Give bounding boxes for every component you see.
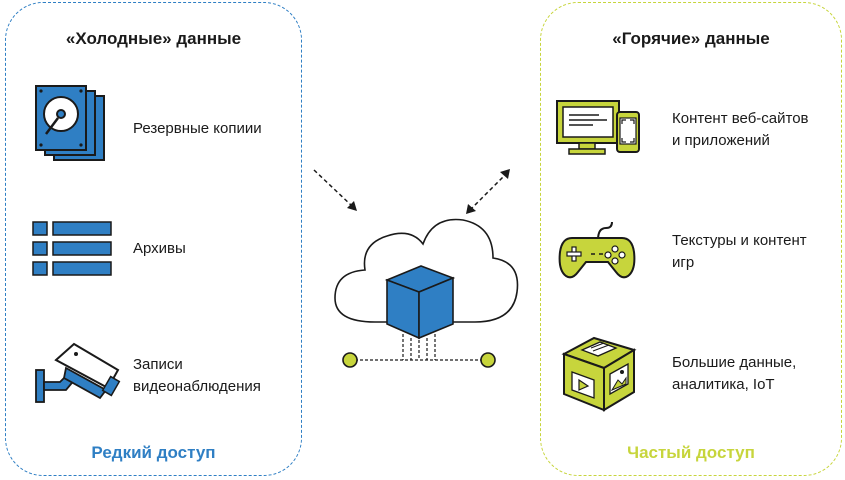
data-cube: [384, 265, 456, 340]
gamepad-icon: [558, 221, 636, 279]
cloud-storage-icon: [334, 218, 519, 368]
cold-panel-title: «Холодные» данные: [65, 29, 242, 48]
cold-item-archives-label: Архивы: [133, 240, 186, 257]
hot-item-games-label: Текстуры и контент игр: [672, 232, 807, 271]
archive-list-icon: [32, 221, 112, 276]
monitor-phone-icon: [556, 100, 640, 155]
security-camera-icon: [35, 342, 121, 403]
cold-data-panel: «Холодные» данные Редкий доступ: [5, 2, 302, 476]
hot-item-bigdata-label: Большие данные, аналитика, IoT: [672, 354, 797, 393]
hot-panel-title: «Горячие» данные: [612, 29, 770, 48]
hard-drive-stack-icon: [35, 85, 105, 161]
cold-item-cctv-label: Записи видеонаблюдения: [133, 356, 261, 395]
hot-data-panel: «Горячие» данные Частый доступ: [540, 2, 842, 476]
cold-panel-footer: Редкий доступ: [91, 443, 216, 462]
cold-item-backups-label: Резервные копиии: [133, 120, 262, 137]
media-cube-icon: [561, 336, 637, 412]
bidirectional-dashed-arrow: [466, 169, 510, 214]
hot-item-web-content-label: Контент веб-сайтов и приложений: [672, 110, 809, 149]
inbound-dashed-arrow: [313, 169, 357, 211]
hot-panel-footer: Частый доступ: [627, 443, 755, 462]
